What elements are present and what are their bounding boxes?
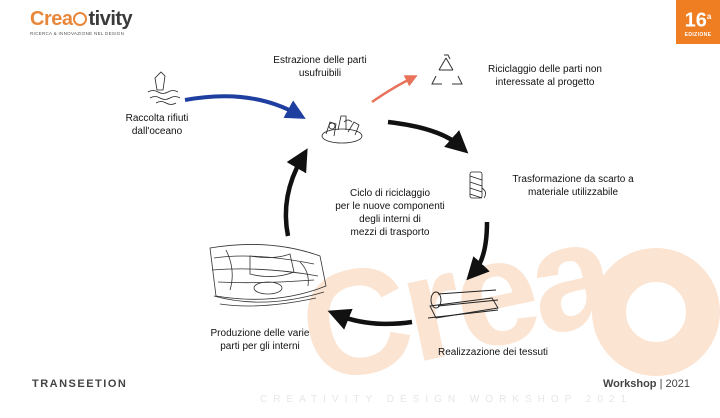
production-line-2: parti per gli interni [220, 341, 300, 352]
extraction-line-2: usufruibili [298, 68, 342, 79]
arrow-production-to-collection [283, 148, 308, 237]
arrow-fabrics-to-production [327, 308, 413, 330]
creactivity-logo: Crea tivity RICERCA & INNOVAZIONE NEL DES… [30, 8, 140, 42]
step-collection-label: Raccolta rifiuti dall'oceano [107, 112, 207, 138]
edition-number: 16 [684, 9, 707, 32]
production-line-1: Produzione delle varie [210, 328, 310, 339]
edition-label: EDIZIONE [684, 31, 712, 38]
car-interior-sketch [209, 244, 327, 307]
step-extraction-label: Estrazione delle parti usufruibili [255, 54, 385, 80]
center-line-1: Ciclo di riciclaggio [349, 188, 431, 199]
center-line-4: mezzi di trasporto [350, 227, 430, 238]
recycling-line-2: interessate al progetto [495, 77, 595, 88]
workshop-word: Workshop [602, 378, 657, 390]
workshop-label: Workshop | 2021 [603, 378, 690, 390]
logo-crea-text: Crea [30, 8, 73, 30]
cycle-center-title: Ciclo di riciclaggio per le nuove compon… [320, 187, 460, 239]
fabric-roll-icon [427, 289, 499, 319]
fabrics-line-1: Realizzazione dei tessuti [437, 347, 549, 358]
recycle-icon [431, 54, 463, 85]
thread-spool-icon [469, 171, 486, 199]
center-line-3: degli interni di [359, 214, 421, 225]
copyright-c-icon [73, 12, 88, 26]
arrow-extraction-to-transformation [387, 119, 469, 154]
logo-tagline: RICERCA & INNOVAZIONE NEL DESIGN [30, 31, 125, 36]
arrow-collection-to-extraction [184, 94, 306, 119]
logo-ivity-text: tivity [88, 8, 133, 30]
workshop-year: 2021 [665, 378, 690, 390]
step-transformation-label: Trasformazione da scarto a materiale uti… [493, 173, 653, 199]
ocean-waste-icon [147, 71, 181, 105]
transeetion-brand: TRANSEETION [32, 378, 128, 390]
transformation-line-1: Trasformazione da scarto a [512, 174, 634, 185]
collection-line-2: dall'oceano [131, 126, 183, 137]
transformation-line-2: materiale utilizzabile [527, 187, 619, 198]
arrow-extraction-to-recycling [371, 75, 418, 104]
center-line-2: per le nuove componenti [335, 201, 445, 212]
step-fabrics-label: Realizzazione dei tessuti [418, 346, 568, 359]
edition-suffix: a [706, 12, 712, 21]
extraction-line-1: Estrazione delle parti [273, 55, 367, 66]
edition-badge: 16a EDIZIONE [676, 0, 720, 44]
waste-pile-icon [321, 115, 363, 144]
recycling-cycle-diagram [147, 54, 499, 330]
step-production-label: Produzione delle varie parti per gli int… [195, 327, 325, 353]
footer-separator: | [659, 378, 663, 390]
step-recycling-label: Riciclaggio delle parti non interessate … [470, 63, 620, 89]
collection-line-1: Raccolta rifiuti [125, 113, 189, 124]
recycling-line-1: Riciclaggio delle parti non [488, 64, 602, 75]
arrow-transformation-to-fabrics [466, 221, 490, 281]
footer-faint-text: CREATIVITY DESIGN WORKSHOP 2021 [260, 394, 633, 405]
